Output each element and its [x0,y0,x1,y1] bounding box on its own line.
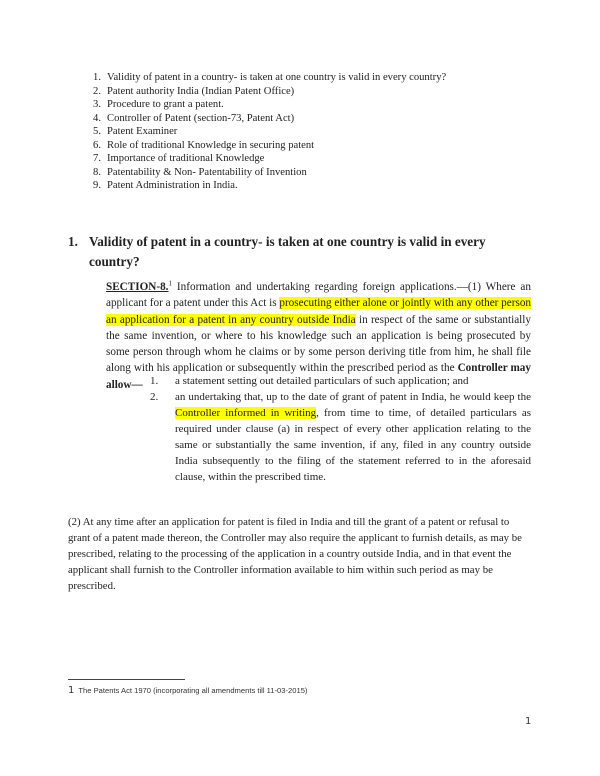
section-heading: 1. Validity of patent in a country- is t… [68,234,486,269]
list-item: 6.Role of traditional Knowledge in secur… [93,139,315,151]
list-item: 3.Procedure to grant a patent. [93,99,224,110]
list-item: 8.Patentability & Non- Patentability of … [93,166,307,178]
list-item: 1.a statement setting out detailed parti… [150,375,469,387]
list-item: 4.Controller of Patent (section-73, Pate… [93,112,295,124]
page-number: 1 [525,716,532,727]
list-item: 2.an undertaking that, up to the date of… [150,391,531,483]
clause-list: 1.a statement setting out detailed parti… [150,373,531,485]
list-item: 5.Patent Examiner [93,126,178,137]
topic-list: 1.Validity of patent in a country- is ta… [68,71,538,193]
paragraph-2: (2) At any time after an application for… [68,516,522,592]
footnote-separator [68,679,185,680]
list-item: 1.Validity of patent in a country- is ta… [93,72,447,83]
footnote-ref[interactable]: 1 [168,279,172,288]
highlighted-text: Controller informed in writing [175,407,317,419]
list-item: 2.Patent authority India (Indian Patent … [93,85,295,97]
section-8-paragraph: SECTION-8.1 Information and undertaking … [106,279,532,391]
list-item: 9.Patent Administration in India. [93,180,238,191]
section-title: SECTION-8. [106,281,169,293]
list-item: 7.Importance of traditional Knowledge [93,153,265,164]
